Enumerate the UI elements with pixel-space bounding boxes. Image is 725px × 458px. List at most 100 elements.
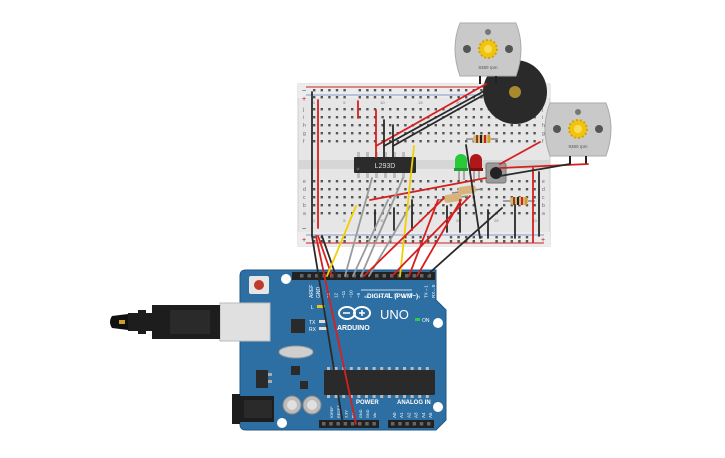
breadboard-hole[interactable] — [503, 140, 506, 143]
breadboard-hole[interactable] — [457, 124, 460, 127]
breadboard-hole[interactable] — [373, 196, 377, 199]
rail-hole[interactable] — [366, 236, 369, 239]
breadboard-hole[interactable] — [495, 124, 498, 127]
breadboard-hole[interactable] — [427, 140, 430, 143]
breadboard-hole[interactable] — [434, 188, 437, 191]
breadboard-hole[interactable] — [389, 212, 392, 215]
rail-hole[interactable] — [434, 89, 437, 92]
resistor-4[interactable] — [503, 197, 535, 205]
reset-button[interactable] — [254, 280, 264, 290]
led-red[interactable] — [469, 154, 483, 180]
breadboard-hole[interactable] — [343, 116, 346, 119]
header-pin[interactable] — [352, 274, 357, 278]
dc-motor-right[interactable]: 9380 rpm — [544, 102, 612, 164]
breadboard-hole[interactable] — [396, 140, 399, 143]
breadboard-hole[interactable] — [366, 116, 369, 119]
breadboard-hole[interactable] — [442, 124, 445, 127]
breadboard-hole[interactable] — [328, 196, 331, 199]
breadboard-hole[interactable] — [358, 196, 361, 199]
breadboard-hole[interactable] — [320, 116, 323, 119]
breadboard-hole[interactable] — [503, 196, 506, 199]
breadboard-hole[interactable] — [525, 204, 529, 207]
breadboard-hole[interactable] — [335, 180, 339, 183]
rail-hole[interactable] — [411, 236, 415, 239]
breadboard-hole[interactable] — [381, 116, 384, 119]
rail-hole[interactable] — [404, 240, 407, 243]
breadboard-hole[interactable] — [389, 188, 392, 191]
breadboard-hole[interactable] — [411, 180, 415, 183]
breadboard-hole[interactable] — [343, 196, 346, 199]
rail-hole[interactable] — [328, 240, 331, 243]
breadboard-hole[interactable] — [381, 204, 384, 207]
rail-hole[interactable] — [313, 96, 316, 99]
header-pin[interactable] — [358, 422, 362, 426]
breadboard-hole[interactable] — [442, 140, 445, 143]
breadboard-hole[interactable] — [518, 212, 521, 215]
breadboard-hole[interactable] — [487, 204, 491, 207]
rail-hole[interactable] — [518, 236, 521, 239]
rail-hole[interactable] — [427, 89, 430, 92]
breadboard-hole[interactable] — [510, 196, 513, 199]
breadboard-hole[interactable] — [404, 124, 407, 127]
rail-hole[interactable] — [480, 240, 483, 243]
breadboard-hole[interactable] — [533, 212, 536, 215]
breadboard-hole[interactable] — [373, 108, 377, 111]
rail-hole[interactable] — [472, 236, 475, 239]
rail-hole[interactable] — [328, 89, 331, 92]
rail-hole[interactable] — [404, 96, 407, 99]
breadboard-hole[interactable] — [472, 204, 475, 207]
rail-hole[interactable] — [525, 236, 529, 239]
breadboard-hole[interactable] — [434, 140, 437, 143]
breadboard-hole[interactable] — [351, 204, 354, 207]
breadboard-hole[interactable] — [328, 180, 331, 183]
breadboard-hole[interactable] — [449, 188, 453, 191]
rail-hole[interactable] — [419, 236, 422, 239]
breadboard-hole[interactable] — [449, 212, 453, 215]
breadboard-hole[interactable] — [389, 196, 392, 199]
breadboard-hole[interactable] — [503, 188, 506, 191]
breadboard-hole[interactable] — [487, 124, 491, 127]
breadboard-hole[interactable] — [343, 132, 346, 135]
breadboard-hole[interactable] — [411, 140, 415, 143]
breadboard-hole[interactable] — [510, 180, 513, 183]
breadboard-hole[interactable] — [480, 116, 483, 119]
header-pin[interactable] — [322, 422, 326, 426]
breadboard-hole[interactable] — [343, 140, 346, 143]
breadboard-hole[interactable] — [487, 188, 491, 191]
breadboard-hole[interactable] — [358, 204, 361, 207]
breadboard-hole[interactable] — [335, 124, 339, 127]
breadboard-hole[interactable] — [389, 180, 392, 183]
breadboard-hole[interactable] — [442, 204, 445, 207]
rail-hole[interactable] — [411, 240, 415, 243]
breadboard-hole[interactable] — [533, 188, 536, 191]
header-pin[interactable] — [337, 274, 342, 278]
breadboard-hole[interactable] — [411, 204, 415, 207]
breadboard-hole[interactable] — [465, 196, 468, 199]
breadboard-hole[interactable] — [533, 124, 536, 127]
breadboard-hole[interactable] — [313, 140, 316, 143]
breadboard-hole[interactable] — [335, 204, 339, 207]
breadboard-hole[interactable] — [358, 188, 361, 191]
rail-hole[interactable] — [518, 240, 521, 243]
rail-hole[interactable] — [480, 89, 483, 92]
header-pin[interactable] — [398, 422, 402, 426]
rail-hole[interactable] — [335, 240, 339, 243]
breadboard-hole[interactable] — [442, 180, 445, 183]
rail-hole[interactable] — [366, 89, 369, 92]
rail-hole[interactable] — [358, 240, 361, 243]
power-header[interactable] — [322, 422, 376, 426]
header-pin[interactable] — [419, 422, 424, 426]
breadboard-hole[interactable] — [525, 124, 529, 127]
breadboard-hole[interactable] — [373, 140, 377, 143]
rail-hole[interactable] — [457, 240, 460, 243]
breadboard-hole[interactable] — [313, 124, 316, 127]
rail-hole[interactable] — [328, 96, 331, 99]
rail-hole[interactable] — [427, 96, 430, 99]
breadboard-hole[interactable] — [442, 188, 445, 191]
breadboard-hole[interactable] — [366, 140, 369, 143]
rail-hole[interactable] — [449, 236, 453, 239]
header-pin[interactable] — [412, 422, 417, 426]
breadboard-hole[interactable] — [419, 180, 422, 183]
breadboard-hole[interactable] — [381, 132, 384, 135]
